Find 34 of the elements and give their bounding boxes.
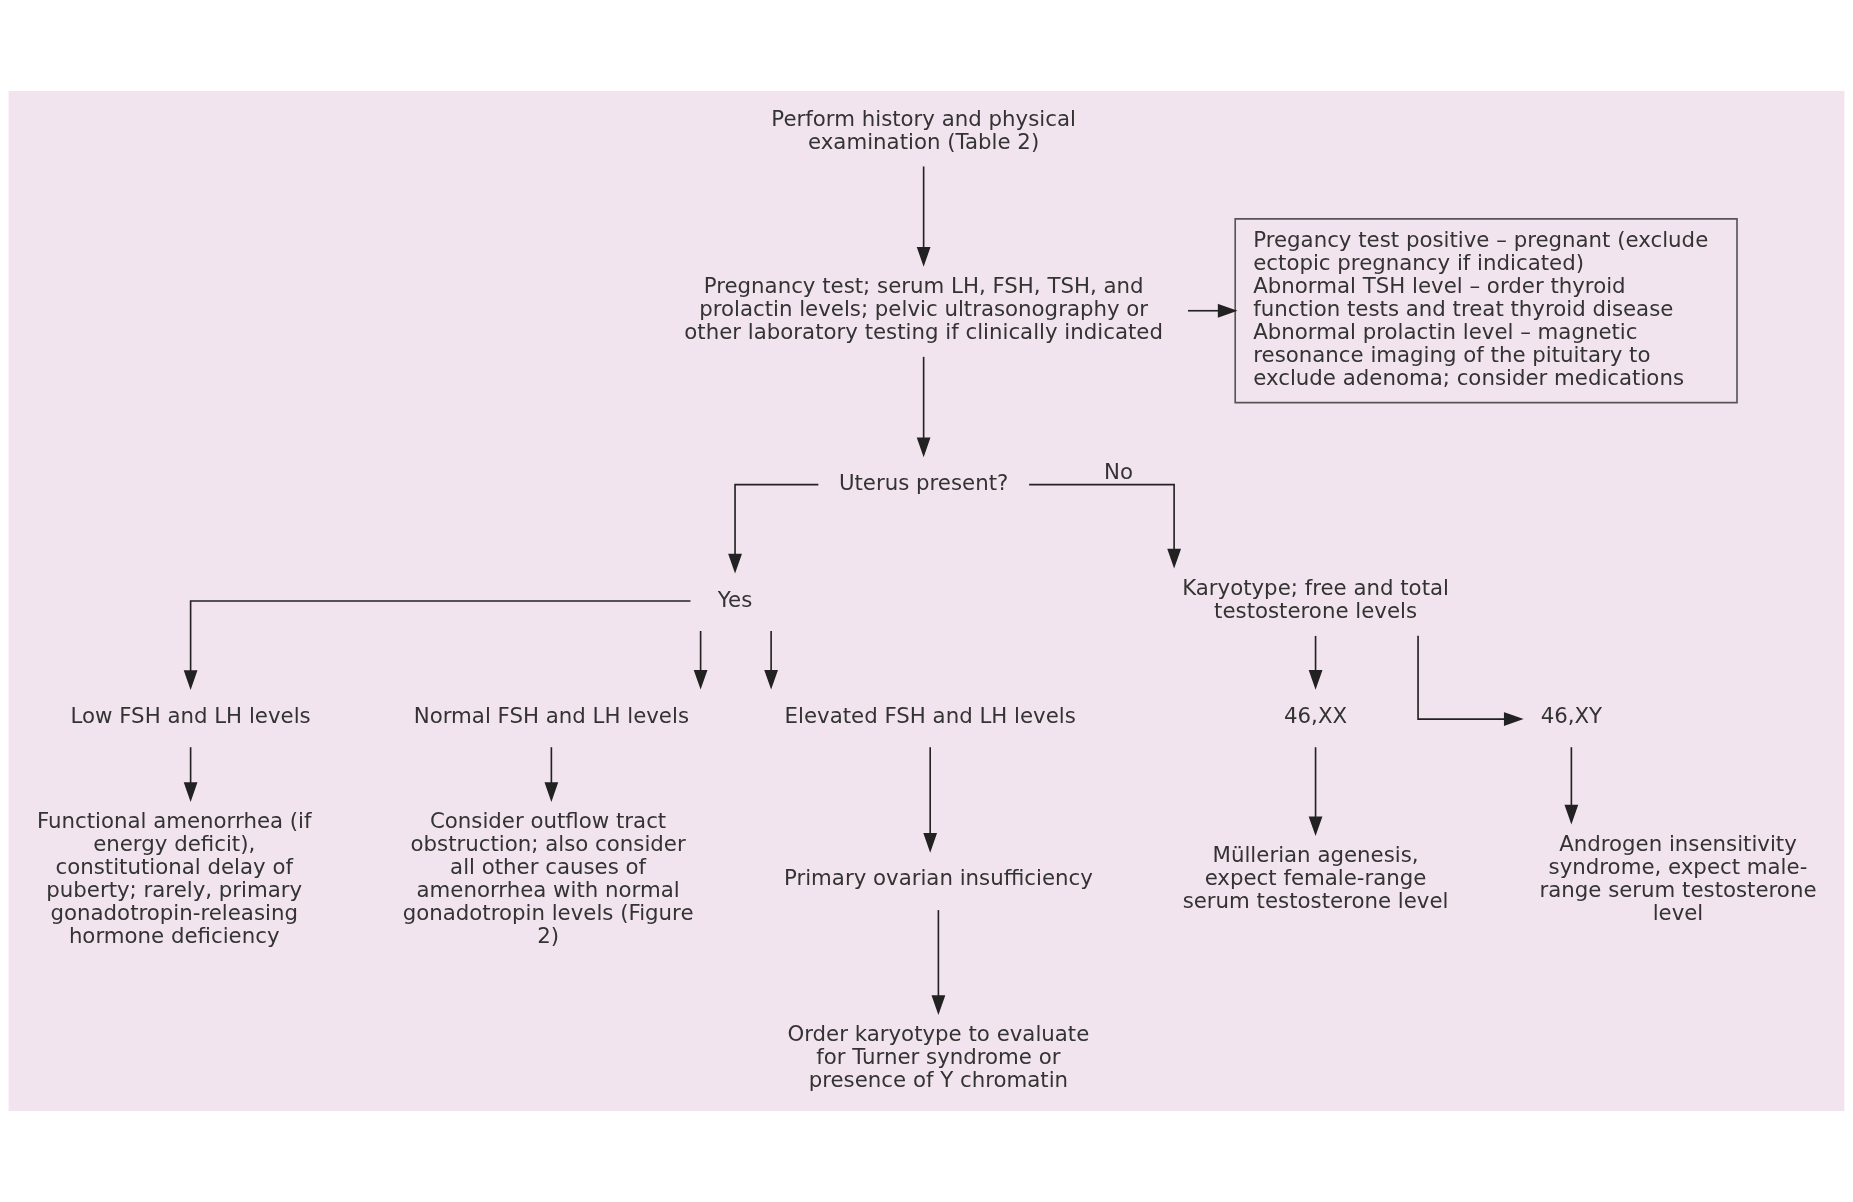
arrow <box>183 600 692 690</box>
arrow <box>764 630 778 690</box>
node-text: Uterus present? <box>838 470 1009 496</box>
node-text: Androgen insensitivity syndrome, expect male-range serum testosterone level <box>1539 830 1817 925</box>
arrow <box>693 630 708 690</box>
node-text: Pregnancy test; serum LH, FSH, TSH, and prolactin levels; pelvic ultrasonography or other laboratory testing if clinically indicated <box>684 273 1163 345</box>
node-box: Pregancy test positive – pregnant (exclude ectopic pregnancy if indicated) Abnormal TSH level – order thyroid function tests and treat thyroid disease Abnormal prolactin level – magnetic resonance imaging of the pituitary to exclude adenoma; consider medications <box>1234 218 1738 404</box>
node-text: Yes <box>717 586 753 612</box>
arrow <box>916 165 931 267</box>
node-text: 46,XY <box>1540 703 1603 729</box>
node-text: Functional amenorrhea (if energy deficit), constitutional delay of puberty; rarely, primary gonadotropin-releasing hormone deficiency <box>36 807 312 948</box>
arrow <box>923 746 938 853</box>
arrow <box>1308 635 1323 690</box>
node-text: Primary ovarian insufficiency <box>783 865 1093 891</box>
arrow <box>1187 303 1238 318</box>
edge-label: No <box>1104 458 1134 484</box>
arrow <box>728 483 820 574</box>
node-text: Normal FSH and LH levels <box>413 703 689 729</box>
arrow <box>1564 746 1579 825</box>
node-text: Order karyotype to evaluate for Turner syndrome or presence of Y chromatin <box>787 1021 1090 1093</box>
node-text: Müllerian agenesis, expect female-range serum testosterone level <box>1182 842 1449 914</box>
arrow <box>916 356 931 458</box>
arrow <box>1308 746 1323 837</box>
arrow <box>1028 483 1181 569</box>
node-text: Elevated FSH and LH levels <box>784 703 1076 729</box>
node-text: Low FSH and LH levels <box>70 703 311 729</box>
node-text: Karyotype; free and total testosterone levels <box>1182 575 1449 624</box>
arrow <box>931 909 946 1016</box>
arrow <box>544 746 559 802</box>
node-text: Consider outflow tract obstruction; also consider all other causes of amenorrhea with normal gonadotropin levels (Figure 2) <box>402 807 694 948</box>
node-text: Perform history and physical examination (Table 2) <box>771 106 1076 155</box>
arrow <box>183 746 198 802</box>
node-text: 46,XX <box>1284 703 1348 729</box>
arrow <box>1417 634 1524 726</box>
